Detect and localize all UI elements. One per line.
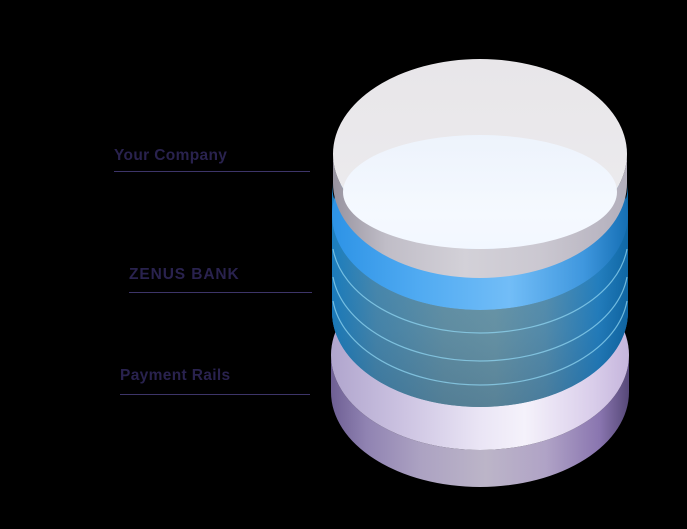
top-disk-side bbox=[333, 154, 627, 278]
separator-line bbox=[332, 300, 628, 386]
label-your-company-text: Your Company bbox=[114, 147, 228, 164]
label-zenus-bank: ZENUS BANK bbox=[129, 266, 312, 293]
top-disk-highlight bbox=[343, 135, 617, 249]
label-payment-rails: Payment Rails bbox=[120, 367, 310, 395]
separator-line bbox=[332, 248, 628, 334]
separator-line bbox=[332, 276, 628, 362]
bottom-disk-side bbox=[331, 355, 629, 487]
label-zenus-bank-text: ZENUS BANK bbox=[129, 266, 240, 283]
top-disk bbox=[333, 59, 627, 278]
middle-stack-shade bbox=[332, 215, 628, 407]
label-payment-rails-text: Payment Rails bbox=[120, 367, 231, 384]
label-your-company: Your Company bbox=[114, 147, 310, 172]
